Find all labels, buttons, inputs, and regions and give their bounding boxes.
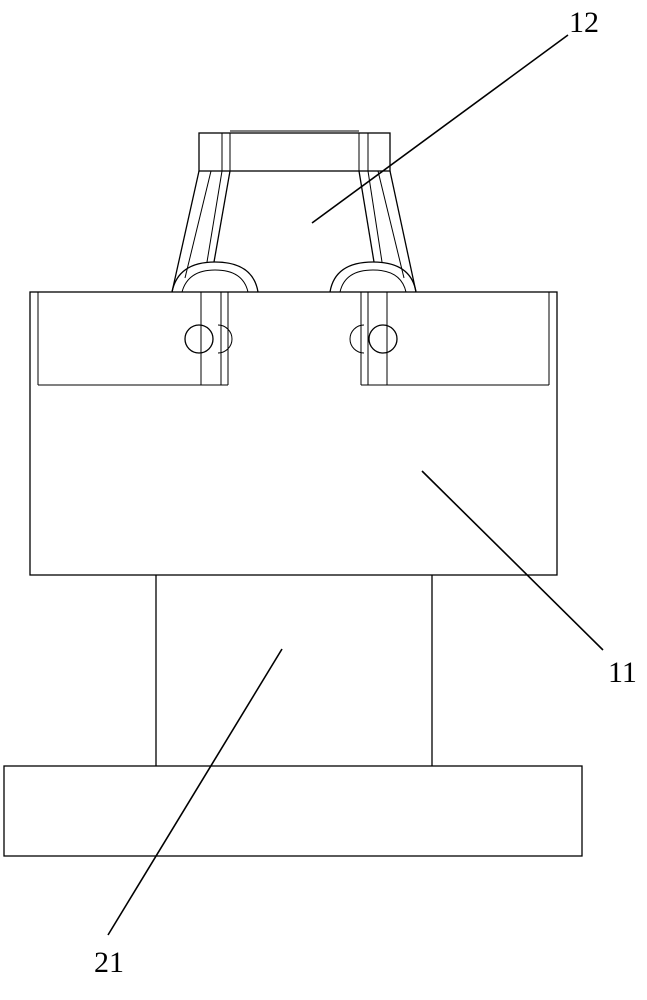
leader-line-11 [422, 471, 603, 650]
left-pin [185, 325, 232, 353]
leader-line-12 [312, 35, 568, 223]
upper-clamp [172, 131, 416, 292]
right-recess-pocket [361, 292, 549, 385]
pedestal-column [156, 575, 432, 766]
callout-12: 12 [569, 6, 599, 39]
base-plate [4, 766, 582, 856]
callout-21: 21 [94, 946, 124, 979]
right-pin [350, 325, 397, 353]
callout-11: 11 [608, 656, 637, 689]
main-block [30, 292, 557, 575]
leader-line-21 [108, 649, 282, 935]
left-recess-pocket [38, 292, 228, 385]
